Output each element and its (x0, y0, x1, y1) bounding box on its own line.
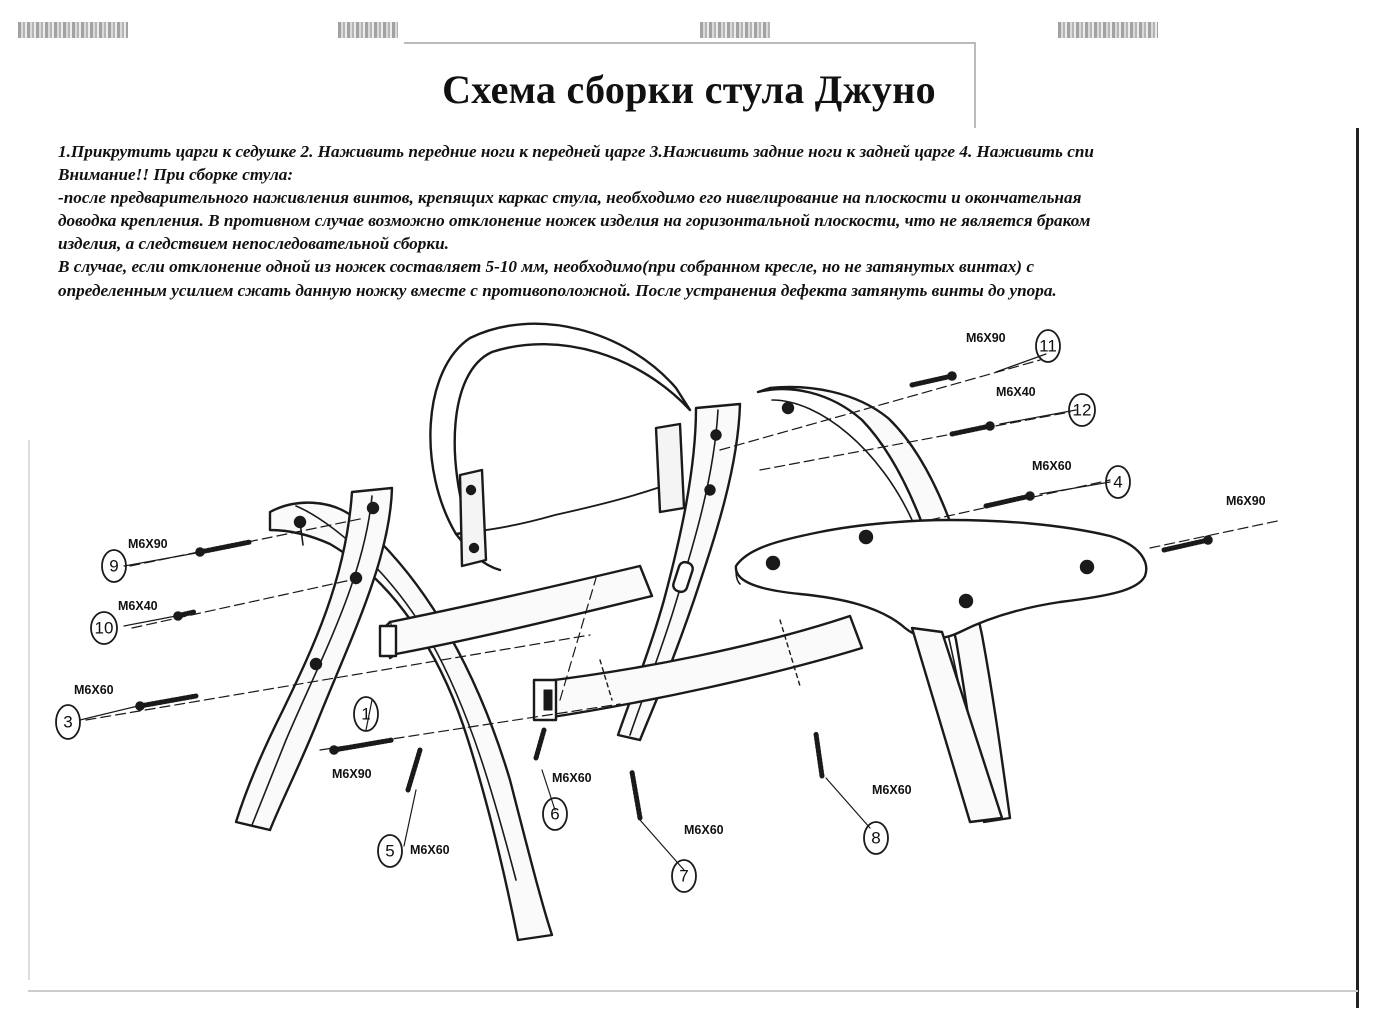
screw-size-label: M6X60 (552, 771, 592, 785)
page-title: Схема сборки стула Джуно (442, 67, 936, 112)
screw-size-label: M6X60 (74, 683, 114, 697)
instruction-line: 1.Прикрутить царги к седушке 2. Наживить… (58, 142, 1094, 161)
scan-artifact (18, 22, 128, 38)
screw-size-label: M6X90 (332, 767, 372, 781)
screw-size-label: M6X90 (966, 331, 1006, 345)
scan-artifact (338, 22, 398, 38)
seat (734, 518, 1148, 640)
screw-size-label: M6X60 (684, 823, 724, 837)
rear-leg-left (234, 486, 394, 832)
seat-support-legs (910, 626, 1004, 824)
instruction-line: -после предварительного наживления винто… (58, 188, 1082, 208)
scan-artifact (700, 22, 770, 38)
callout-8 (863, 821, 889, 855)
page-border (1356, 128, 1359, 1008)
front-rail (532, 614, 864, 722)
screw-size-label: M6X60 (872, 783, 912, 797)
screw-size-label: M6X90 (1226, 494, 1266, 508)
callout-5 (377, 834, 403, 868)
callout-1 (353, 696, 379, 732)
callout-number: 11 (1039, 337, 1057, 356)
callout-number: 9 (109, 557, 118, 576)
callout-6 (542, 797, 568, 831)
callout-11 (1035, 329, 1061, 363)
callout-number: 7 (679, 867, 688, 886)
callout-4 (1105, 465, 1131, 499)
callout-12 (1068, 393, 1096, 427)
callout-number: 8 (871, 829, 880, 848)
callout-number: 4 (1113, 473, 1122, 492)
screw-size-label: M6X60 (1032, 459, 1072, 473)
backrest-bracket-right (654, 422, 686, 514)
callout-3 (55, 704, 81, 740)
callout-number: 10 (95, 619, 114, 638)
callout-number: 6 (550, 805, 559, 824)
screw-size-label: M6X90 (128, 537, 168, 551)
scan-edge (28, 440, 30, 980)
callout-number: 1 (361, 705, 370, 724)
instruction-line: Внимание!! При сборке стула: (58, 165, 294, 185)
instruction-line: определенным усилием сжать данную ножку … (58, 280, 1057, 300)
screw-size-label: M6X40 (996, 385, 1036, 399)
assembly-instructions: 1.Прикрутить царги к седушке 2. Наживить… (58, 140, 1284, 310)
callout-leaders (79, 353, 1111, 871)
screws (135, 371, 1213, 821)
title-frame (404, 42, 976, 128)
callout-circles (55, 329, 1131, 893)
scan-artifact (1058, 22, 1158, 38)
scan-edge (28, 990, 1358, 992)
callout-number: 12 (1073, 401, 1092, 420)
callout-7 (671, 859, 697, 893)
instruction-line: доводка крепления. В противном случае во… (58, 211, 1091, 231)
instruction-line: изделия, а следствием непоследовательной… (58, 234, 449, 254)
screw-size-label: M6X40 (118, 599, 158, 613)
backrest-bracket-left (458, 468, 488, 568)
instruction-line: В случае, если отклонение одной из ножек… (58, 257, 1034, 277)
screw-size-label: M6X60 (410, 843, 450, 857)
callout-number: 5 (385, 842, 394, 861)
callout-number: 3 (63, 713, 72, 732)
callout-10 (90, 611, 118, 645)
rear-rail (378, 564, 654, 660)
callout-9 (101, 549, 127, 583)
